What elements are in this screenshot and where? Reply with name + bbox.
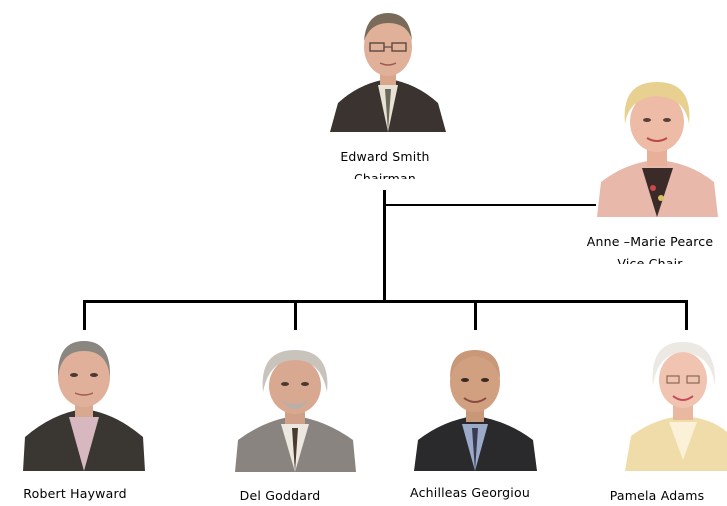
member-name-1: Robert Hayward [23,486,127,501]
member-photo-1 [23,337,145,471]
vice-chair-photo [597,76,718,217]
chairman-trunk-line [383,190,386,302]
chairman-photo [330,5,446,132]
member-drop-line-3 [474,300,477,330]
member-name-3: Achilleas Georgiou [410,485,530,500]
vice-chair-role: Vice Chair [617,256,683,264]
member-photo-3 [414,344,537,471]
member-drop-line-1 [83,300,86,330]
vice-chair-name: Anne –Marie Pearce [586,234,714,249]
chairman-role: Chairman [353,171,417,179]
member-photo-4 [625,340,727,471]
chairman-name: Edward Smith [340,149,430,164]
member-drop-line-4 [685,300,688,330]
member-name-2: Del Goddard [239,488,321,503]
member-photo-2 [235,348,356,472]
members-bus-line [83,300,688,303]
vice-chair-branch-line [384,204,596,206]
member-name-4: Pamela Adams [609,488,705,503]
member-drop-line-2 [294,300,297,330]
